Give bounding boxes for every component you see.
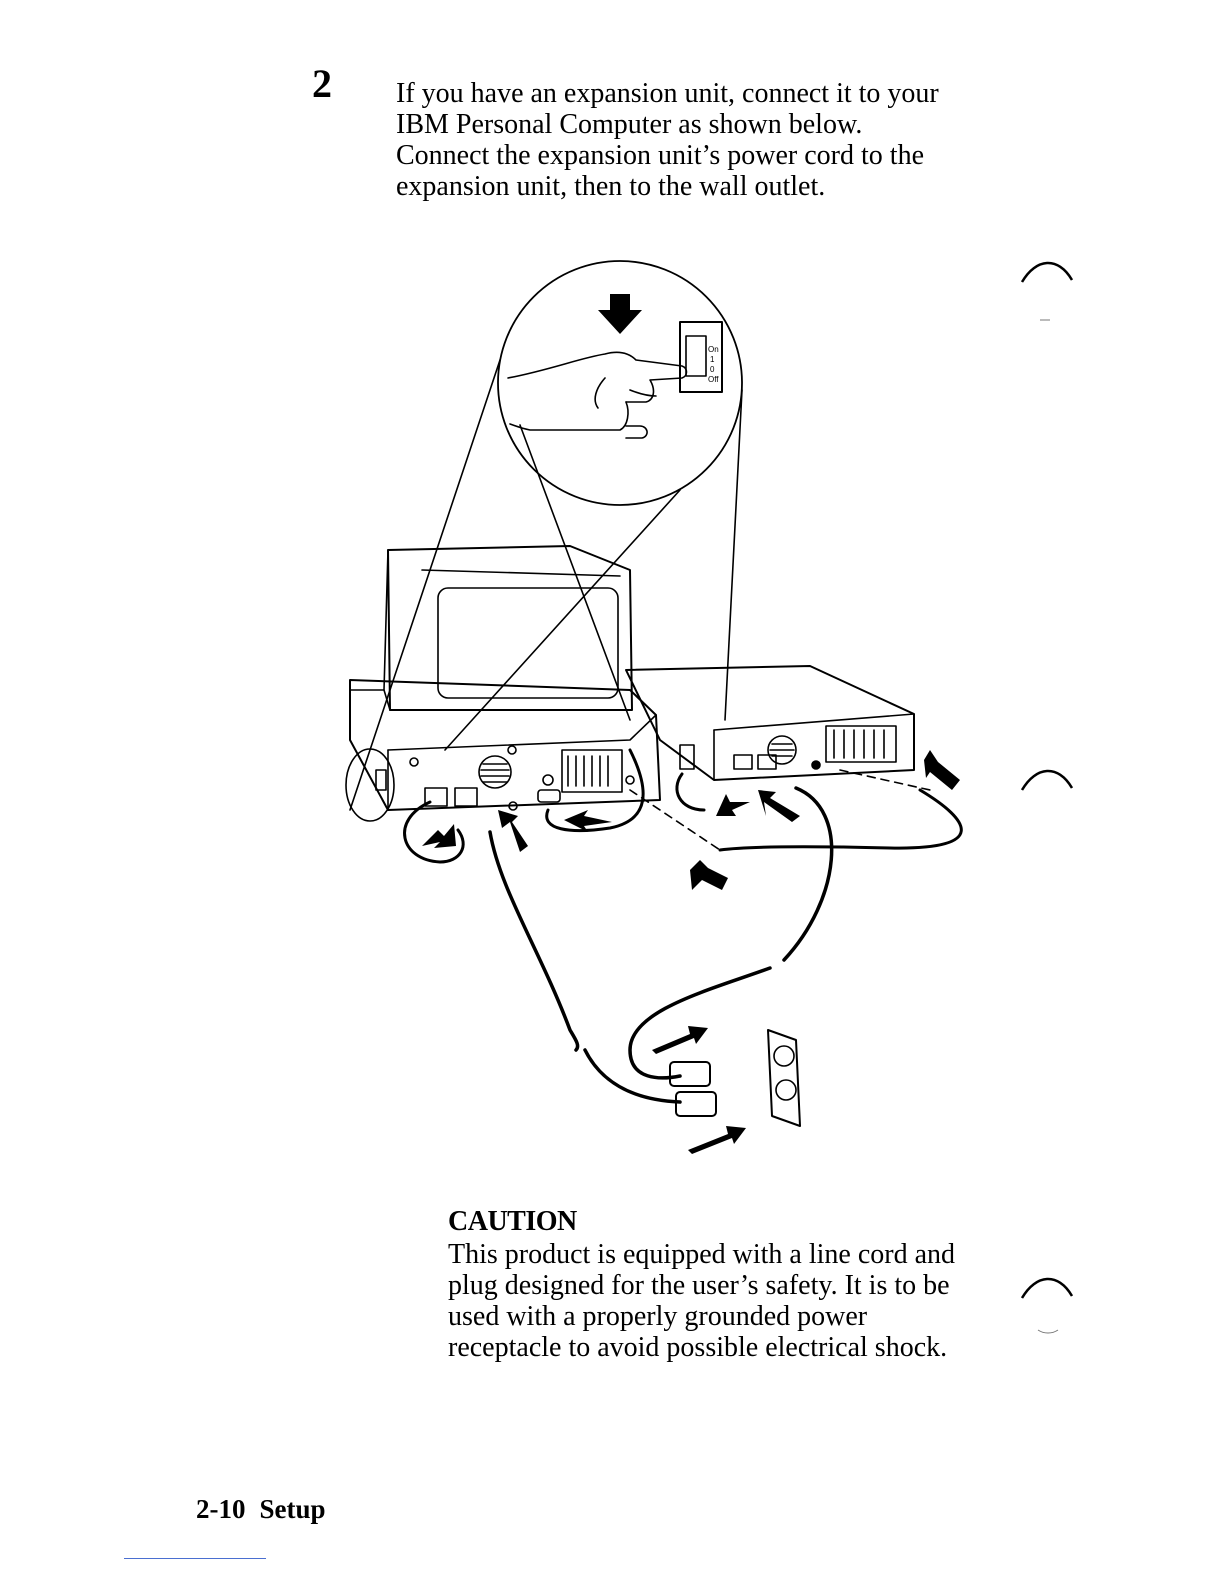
hand-icon [507,351,688,439]
page-footer: 2-10 Setup [196,1494,326,1525]
step-instructions: If you have an expansion unit, connect i… [396,78,1016,202]
step-line: expansion unit, then to the wall outlet. [396,171,826,202]
switch-label-on: On [708,345,719,354]
step-line: Connect the expansion unit’s power cord … [396,140,924,171]
step-line: If you have an expansion unit, connect i… [396,78,939,109]
monitor-icon [349,545,633,711]
caution-line: This product is equipped with a line cor… [448,1239,955,1270]
setup-illustration: On 1 0 Off [345,260,963,1154]
binder-hole-mark [1020,261,1074,321]
caution-notice: CAUTION This product is equipped with a … [448,1206,1028,1363]
system-unit-icon [345,679,661,822]
insert-arrow-icon [924,750,960,790]
caution-line: used with a properly grounded power [448,1301,868,1332]
wall-outlet-icon [767,1029,801,1127]
caution-title: CAUTION [448,1206,577,1237]
insert-arrow-icon [564,810,612,832]
caution-line: plug designed for the user’s safety. It … [448,1270,950,1301]
direction-arrows [422,750,960,1154]
power-switch-icon: On 1 0 Off [679,321,723,393]
insert-arrow-icon [690,860,728,890]
insert-arrow-icon [688,1126,746,1154]
step-number: 2 [312,61,332,106]
expansion-unit-icon [625,665,915,781]
step-line: IBM Personal Computer as shown below. [396,109,863,140]
insert-arrow-icon [758,790,800,822]
insert-arrow-icon [652,1026,708,1054]
insert-arrow-icon [498,810,528,852]
binder-hole-mark [1020,769,1074,791]
scan-artifact-line [124,1558,266,1559]
insert-arrow-icon [716,794,750,816]
power-plug-icon [669,1061,717,1117]
switch-label-1: 1 [710,355,715,364]
cables [403,748,963,1104]
magnified-switch-callout: On 1 0 Off [349,260,743,811]
caution-line: receptacle to avoid possible electrical … [448,1332,948,1363]
insert-arrow-icon [422,824,456,848]
section-name: Setup [259,1494,326,1524]
switch-label-off: Off [708,375,719,384]
binder-hole-mark [1020,1277,1074,1334]
switch-label-0: 0 [710,365,715,374]
page-number: 2-10 [196,1494,246,1524]
press-down-arrow-icon [598,294,642,334]
